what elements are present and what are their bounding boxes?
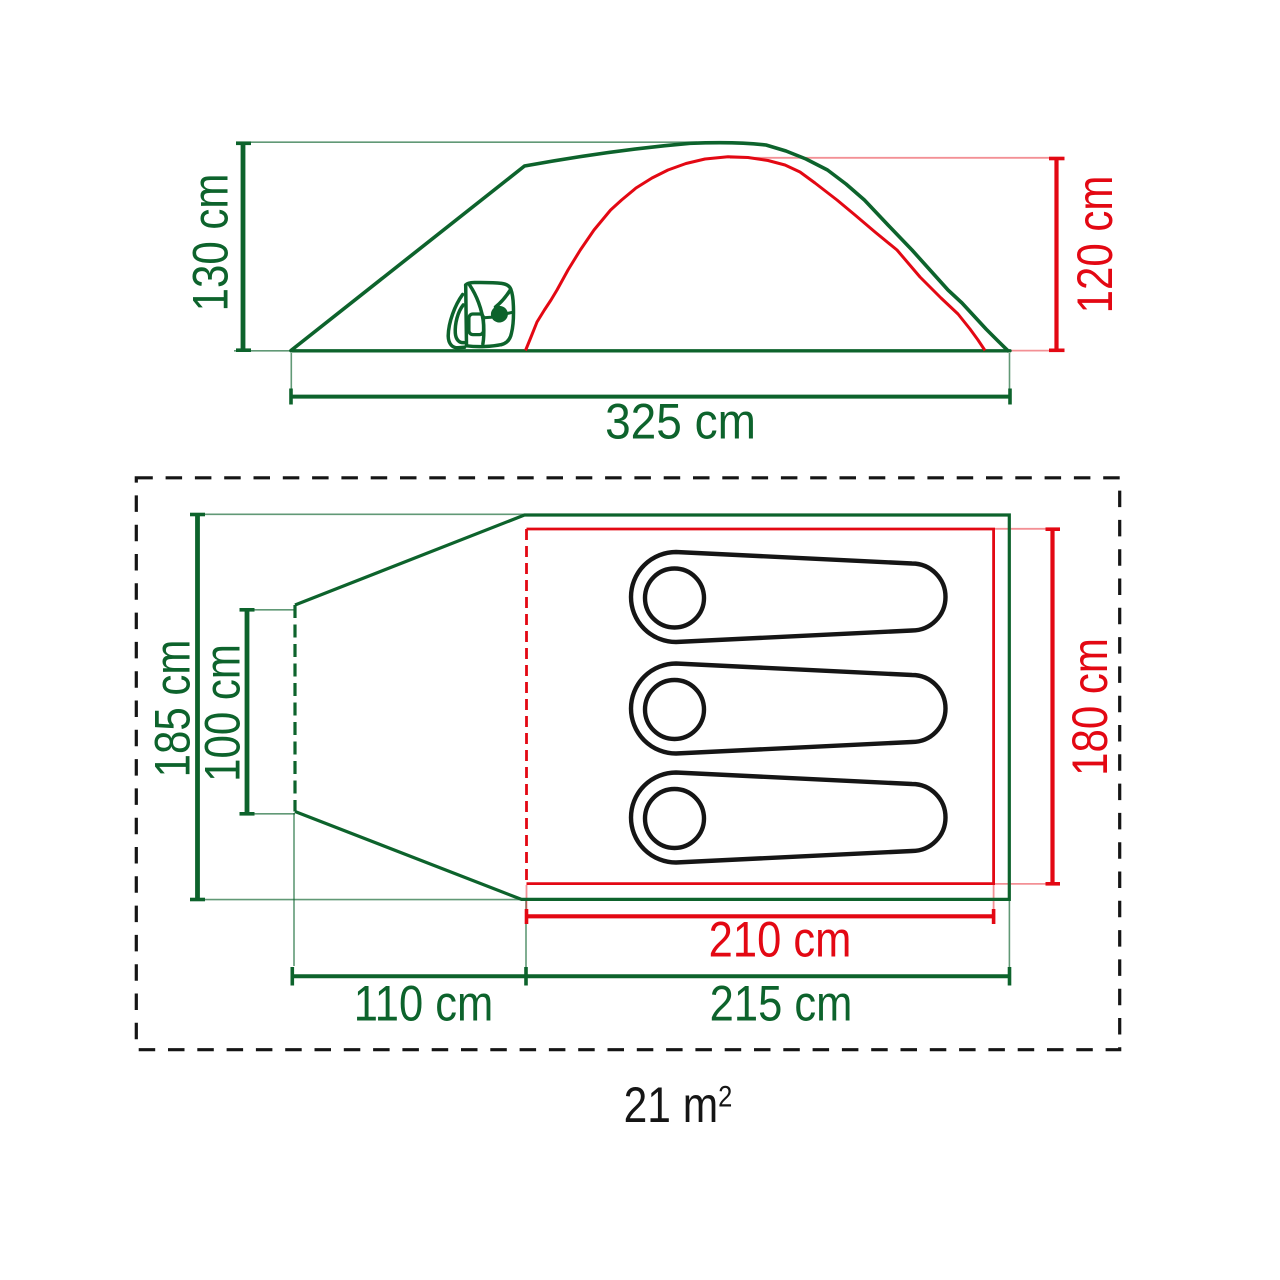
svg-text:325 cm: 325 cm (605, 395, 756, 450)
svg-text:215 cm: 215 cm (710, 976, 853, 1031)
svg-text:210 cm: 210 cm (709, 912, 852, 967)
svg-text:130 cm: 130 cm (182, 174, 238, 312)
svg-text:21 m2: 21 m2 (624, 1077, 733, 1133)
svg-text:100 cm: 100 cm (194, 644, 250, 782)
svg-text:180 cm: 180 cm (1062, 638, 1118, 776)
svg-text:185 cm: 185 cm (144, 640, 200, 778)
svg-text:120 cm: 120 cm (1067, 176, 1123, 314)
svg-text:110 cm: 110 cm (354, 976, 493, 1031)
